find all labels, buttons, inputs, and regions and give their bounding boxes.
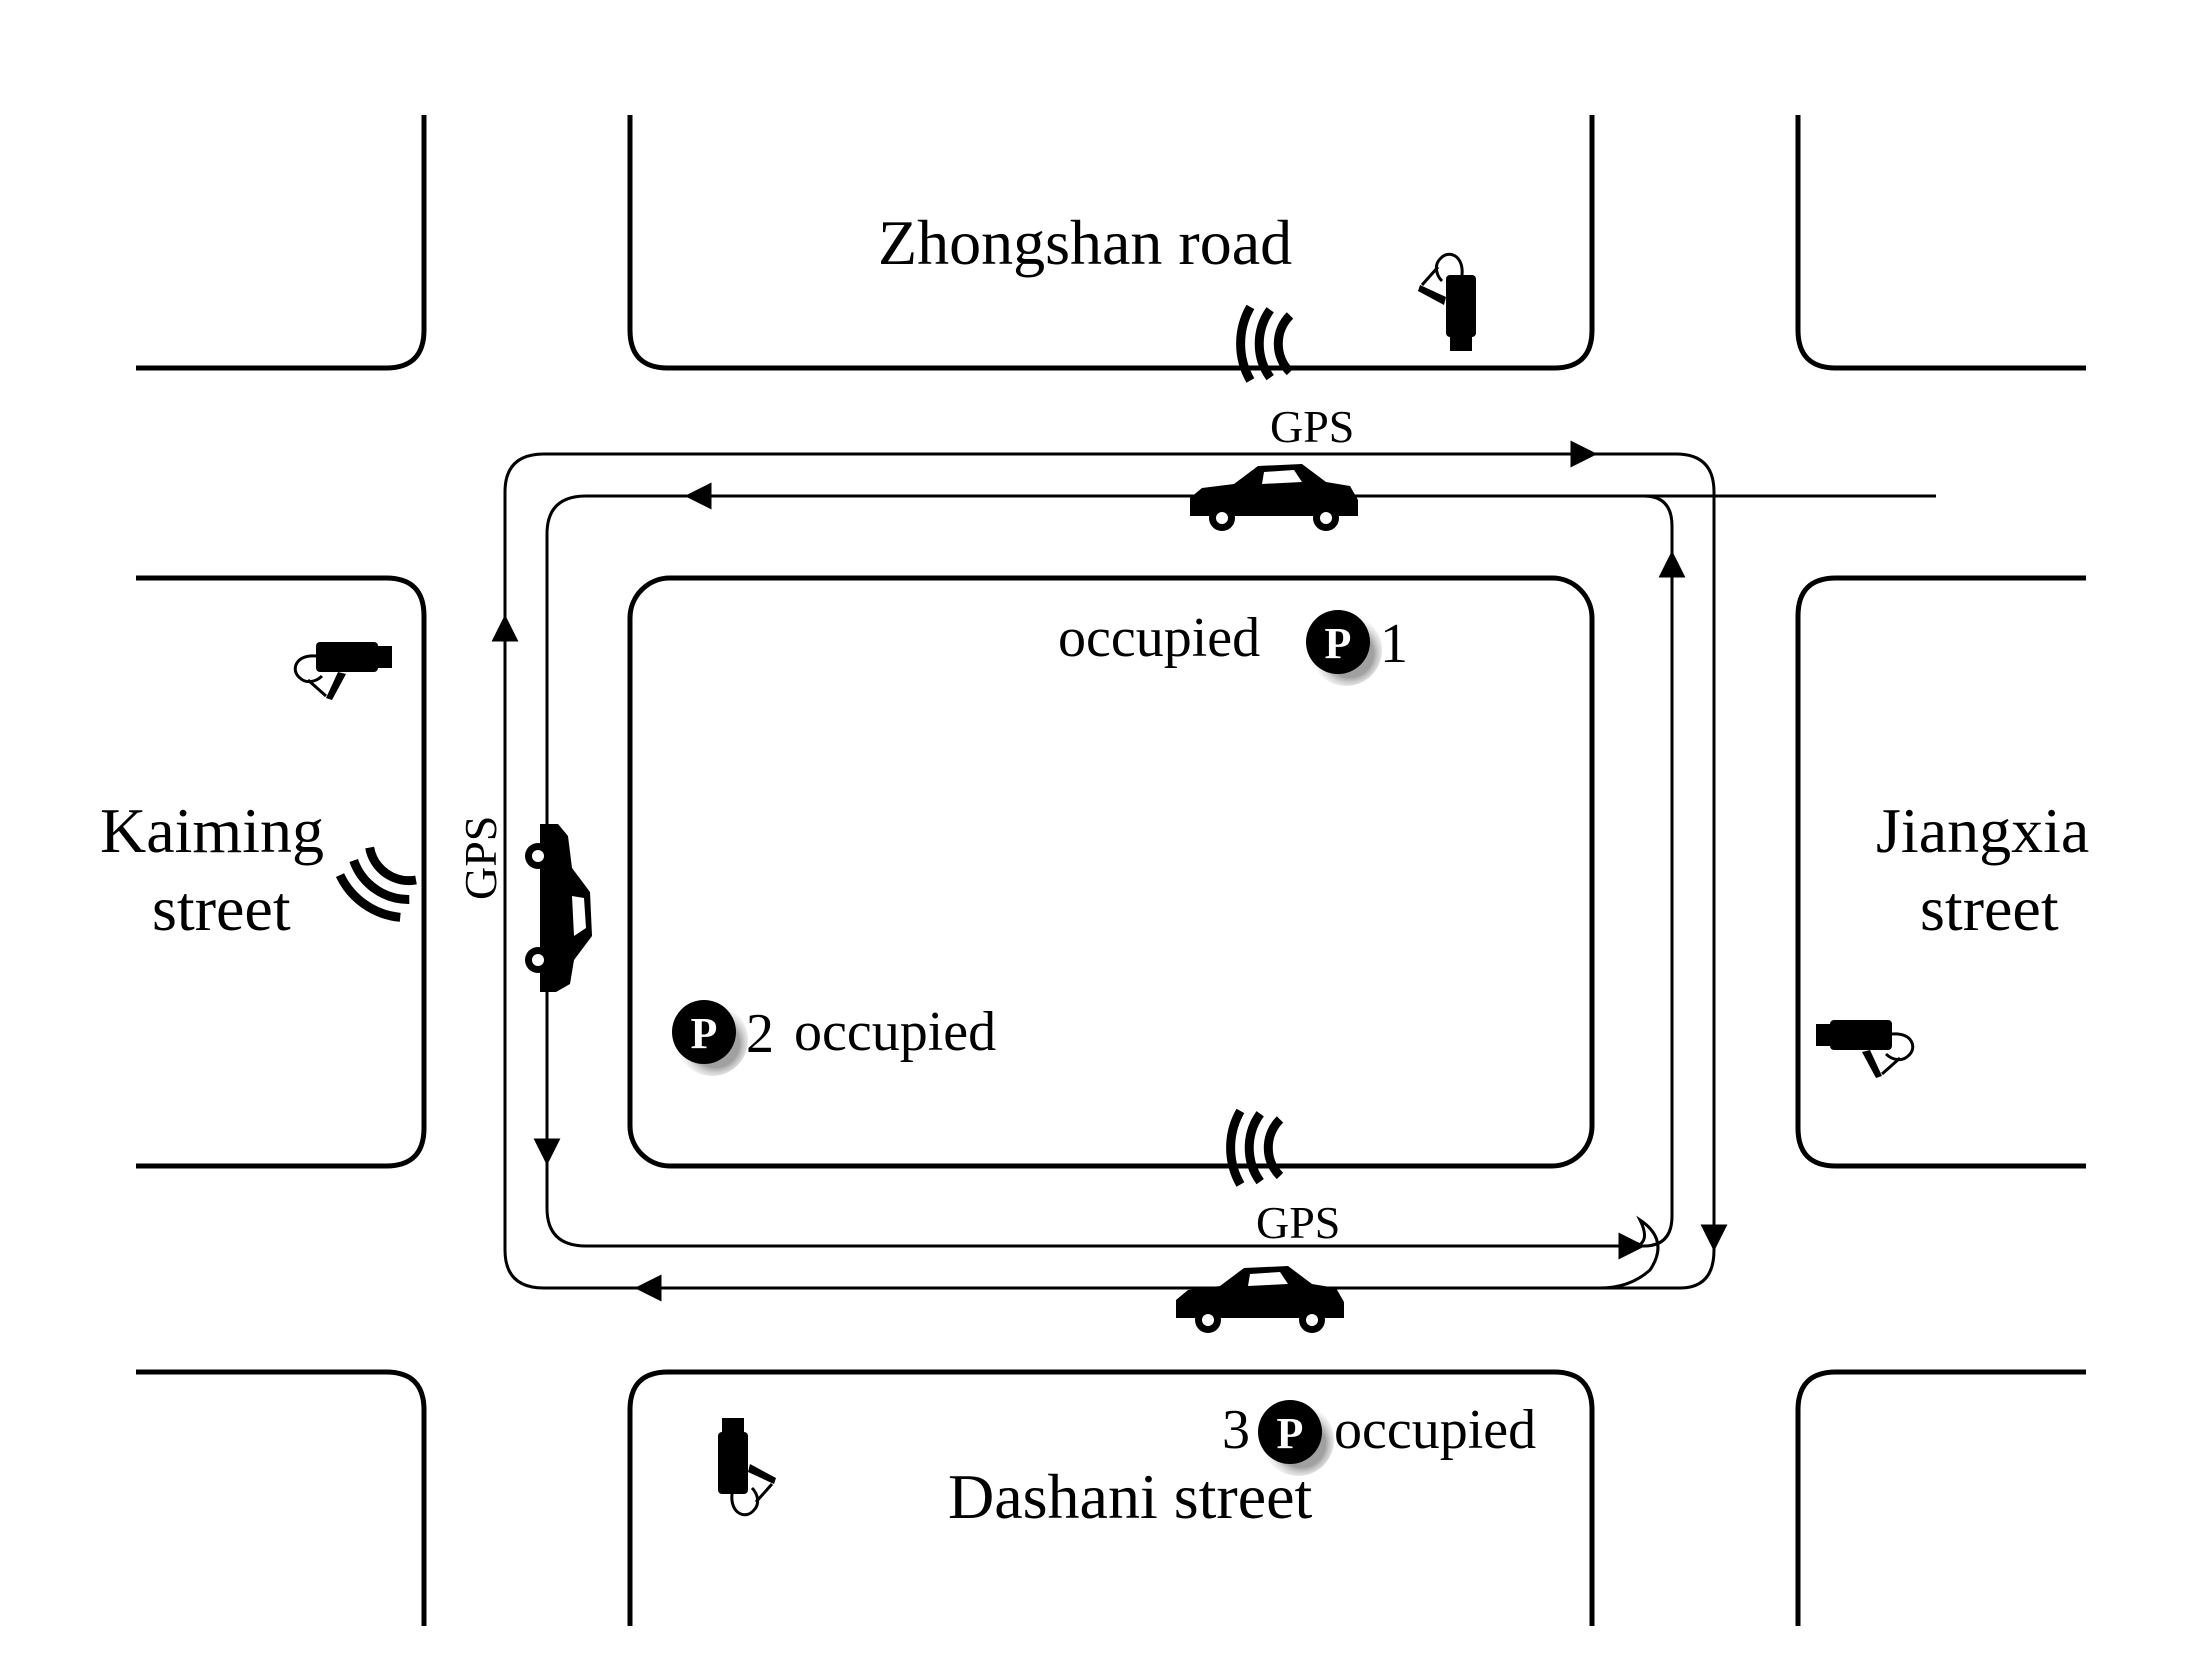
street-label-south: Dashani street bbox=[948, 1461, 1313, 1532]
gps-label-left: GPS bbox=[455, 816, 506, 900]
parking-number: 2 bbox=[746, 1003, 774, 1065]
parking-icon: P bbox=[672, 1000, 748, 1076]
car-icon bbox=[525, 824, 592, 992]
parking-spot-1: occupied P 1 bbox=[1058, 607, 1408, 686]
car-icon bbox=[1176, 1266, 1344, 1333]
parking-number: 3 bbox=[1222, 1399, 1250, 1461]
street-label-west-2: street bbox=[152, 873, 291, 944]
block-mid-center bbox=[627, 575, 1595, 1169]
block-top-center bbox=[627, 115, 1595, 371]
gps-label-bottom: GPS bbox=[1256, 1197, 1340, 1248]
parking-icon: P bbox=[1306, 610, 1382, 686]
parking-spot-2: P 2 occupied bbox=[672, 1000, 996, 1076]
svg-text:P: P bbox=[1325, 619, 1352, 668]
street-label-north: Zhongshan road bbox=[878, 207, 1292, 278]
svg-text:P: P bbox=[1277, 1409, 1304, 1458]
block-mid-left bbox=[136, 575, 427, 1169]
block-mid-right bbox=[1795, 575, 2086, 1169]
direction-arrows bbox=[491, 440, 1728, 1302]
camera-icon bbox=[716, 1416, 778, 1517]
block-top-left bbox=[136, 115, 427, 371]
street-label-east-2: street bbox=[1920, 873, 2059, 944]
parking-spot-3: 3 P occupied bbox=[1222, 1399, 1536, 1476]
parking-number: 1 bbox=[1380, 613, 1408, 675]
route-inner-loop bbox=[545, 494, 1674, 1248]
gps-label-top: GPS bbox=[1270, 401, 1354, 452]
route-outer-join bbox=[544, 1215, 1660, 1290]
gps-signal-icon bbox=[1204, 1095, 1309, 1200]
parking-icon: P bbox=[1258, 1400, 1334, 1476]
parking-status: occupied bbox=[1058, 607, 1260, 669]
camera-icon bbox=[293, 640, 394, 702]
street-label-west-1: Kaiming bbox=[100, 795, 324, 866]
block-bottom-left bbox=[136, 1369, 427, 1626]
gps-signal-icon bbox=[336, 841, 422, 927]
car-icon bbox=[1190, 464, 1358, 531]
block-bottom-center bbox=[627, 1369, 1595, 1626]
camera-icon bbox=[1814, 1018, 1915, 1080]
camera-icon bbox=[1416, 252, 1478, 353]
svg-text:P: P bbox=[691, 1009, 718, 1058]
parking-status: occupied bbox=[794, 1001, 996, 1063]
block-bottom-right bbox=[1795, 1369, 2086, 1626]
street-label-east-1: Jiangxia bbox=[1876, 795, 2089, 866]
block-top-right bbox=[1795, 115, 2086, 371]
route-outer-loop bbox=[503, 452, 1716, 1290]
parking-status: occupied bbox=[1334, 1399, 1536, 1461]
block-outlines bbox=[136, 115, 2086, 1626]
gps-signal-icon bbox=[1214, 291, 1319, 396]
